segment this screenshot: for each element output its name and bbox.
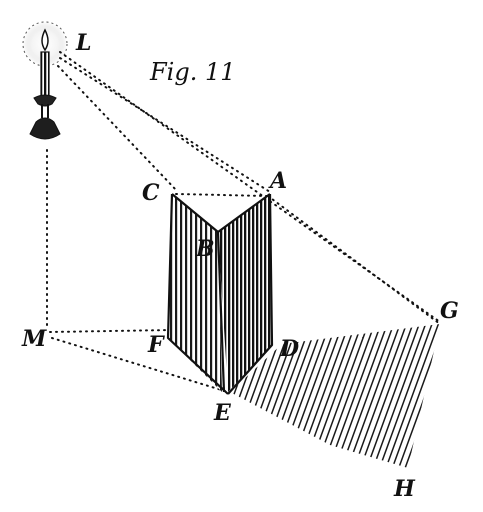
candle-icon xyxy=(22,21,68,140)
label-L: L xyxy=(75,30,91,56)
construction-lines xyxy=(46,51,441,393)
label-H: H xyxy=(393,476,416,502)
label-E: E xyxy=(213,400,232,426)
label-B: B xyxy=(195,236,215,262)
label-F: F xyxy=(147,332,165,358)
prism-face-left xyxy=(168,194,222,392)
label-D: D xyxy=(279,336,299,362)
shadow-region xyxy=(230,324,440,468)
figure-title: Fig. 11 xyxy=(149,58,236,86)
triangular-prism xyxy=(166,193,274,395)
label-M: M xyxy=(21,326,47,352)
label-G: G xyxy=(440,298,459,324)
prism-face-right xyxy=(218,194,272,392)
label-A: A xyxy=(268,168,287,194)
label-C: C xyxy=(142,180,160,206)
